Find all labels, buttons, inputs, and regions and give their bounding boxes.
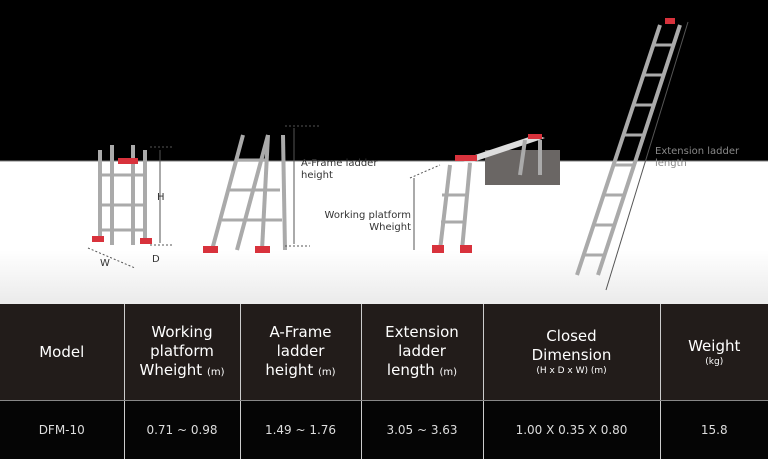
header-text: platform: [150, 342, 214, 360]
label-line: height: [301, 170, 377, 182]
header-model: Model: [0, 304, 124, 401]
table-row: DFM-10 0.71 ~ 0.98 1.49 ~ 1.76 3.05 ~ 3.…: [0, 401, 768, 459]
platform-height-label: Working platform Wheight: [317, 210, 411, 234]
label-line: length: [655, 158, 739, 170]
header-text: Closed: [546, 327, 596, 345]
product-illustration: H W D A-Frame ladder height Working plat…: [0, 0, 768, 304]
cell-closed-dimension: 1.00 X 0.35 X 0.80: [483, 401, 660, 459]
label-line: Extension ladder: [655, 146, 739, 158]
cell-model: DFM-10: [0, 401, 124, 459]
header-text: A-Frame: [269, 323, 331, 341]
aframe-height-label: A-Frame ladder height: [301, 158, 377, 182]
header-unit: (m): [440, 367, 458, 378]
header-text: ladder: [398, 342, 446, 360]
header-unit: (m): [318, 367, 336, 378]
a-frame-ladder-image: [203, 135, 285, 253]
header-text: Wheight: [140, 361, 203, 379]
cell-extension: 3.05 ~ 3.63: [361, 401, 483, 459]
extension-length-label: Extension ladder length: [655, 146, 739, 170]
header-weight: Weight(kg): [660, 304, 768, 401]
working-platform-image: [432, 134, 560, 253]
cell-aframe: 1.49 ~ 1.76: [240, 401, 361, 459]
header-text: Weight: [688, 337, 740, 355]
ladder-diagrams: [0, 0, 768, 304]
header-text: Extension: [385, 323, 459, 341]
label-line: Working platform: [317, 210, 411, 222]
closed-ladder-image: [92, 145, 152, 245]
width-label: W: [100, 258, 110, 270]
header-text: length: [387, 361, 435, 379]
cell-weight: 15.8: [660, 401, 768, 459]
header-text: height: [265, 361, 313, 379]
label-line: Wheight: [317, 222, 411, 234]
label-line: A-Frame ladder: [301, 158, 377, 170]
cell-working-platform: 0.71 ~ 0.98: [124, 401, 240, 459]
header-unit: (H x D x W) (m): [485, 365, 659, 377]
header-text: ladder: [277, 342, 325, 360]
height-label: H: [157, 192, 165, 204]
header-text: Model: [39, 343, 84, 361]
header-unit: (kg): [662, 356, 768, 368]
depth-label: D: [152, 254, 160, 266]
header-text: Dimension: [532, 346, 612, 364]
header-text: Working: [151, 323, 212, 341]
header-unit: (m): [207, 367, 225, 378]
